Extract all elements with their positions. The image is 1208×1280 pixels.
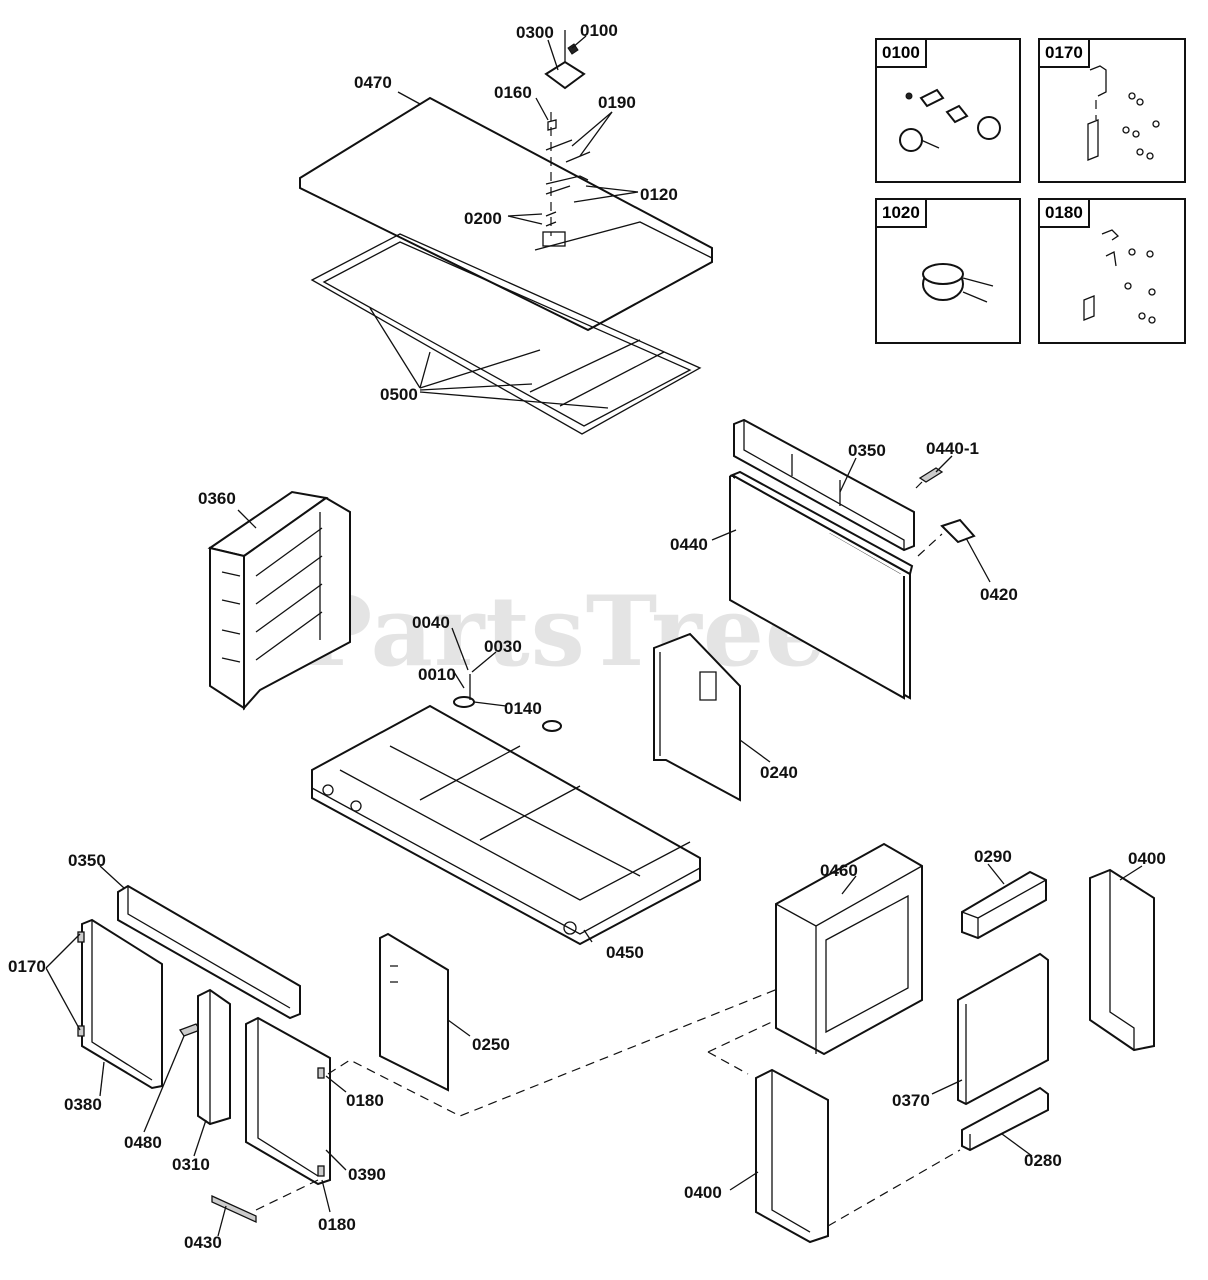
double-door-part [729, 470, 914, 700]
callout-label: 0440-1 [926, 439, 979, 458]
cover-hardware [544, 30, 591, 236]
callout-label: 0400 [1128, 849, 1166, 868]
key-set-icon [922, 263, 994, 303]
callout-label: 0470 [354, 73, 392, 92]
callout-label: 0390 [348, 1165, 386, 1184]
callout-label: 0350 [848, 441, 886, 460]
callout-label: 0370 [892, 1091, 930, 1110]
hinge-kit-icon [1083, 229, 1156, 324]
callout-label: 0140 [504, 699, 542, 718]
callout-label: 0430 [184, 1233, 222, 1252]
callout-label: 0300 [516, 23, 554, 42]
leader-lines-top [369, 35, 639, 409]
callout-label: 0160 [494, 83, 532, 102]
left-door-part [77, 918, 163, 1090]
callout-label: 0250 [472, 1035, 510, 1054]
callout-label: 0180 [318, 1215, 356, 1234]
lock-kit-icon [899, 88, 1001, 152]
callout-label: 0200 [464, 209, 502, 228]
inset-key-set-1020: 1020 [875, 198, 1021, 344]
callout-label: 0280 [1024, 1151, 1062, 1170]
side-panel-0400-lower-part [755, 1068, 829, 1244]
callout-label: 0240 [760, 763, 798, 782]
callout-label: 0010 [418, 665, 456, 684]
strip-0430-part [211, 1194, 257, 1224]
inset-hinge-kit-0170: 0170 [1038, 38, 1186, 183]
callout-label: 0290 [974, 847, 1012, 866]
inset-hinge-kit-0180: 0180 [1038, 198, 1186, 344]
callout-label: 0040 [412, 613, 450, 632]
inset-tag: 0170 [1040, 40, 1090, 68]
inset-tag: 1020 [877, 200, 927, 228]
inset-lock-kit-0100: 0100 [875, 38, 1021, 183]
handle-part [940, 518, 976, 544]
callout-label: 0480 [124, 1133, 162, 1152]
callout-label: 0440 [670, 535, 708, 554]
door-0370-part [957, 952, 1049, 1106]
callout-label: 0460 [820, 861, 858, 880]
hinge-kit-icon [1087, 65, 1160, 161]
rear-panel-part [653, 632, 741, 802]
callout-label: 0500 [380, 385, 418, 404]
panel-0250-part [379, 932, 449, 1092]
callout-label: 0030 [484, 637, 522, 656]
callout-label: 0310 [172, 1155, 210, 1174]
callout-label: 0380 [64, 1095, 102, 1114]
callout-label: 0170 [8, 957, 46, 976]
upper-rail-part [733, 418, 915, 552]
enclosure-0460-part [775, 842, 923, 1056]
callout-label: 0400 [684, 1183, 722, 1202]
right-door-part [245, 1016, 331, 1186]
callout-label: 0350 [68, 851, 106, 870]
rail-0290-part [961, 870, 1047, 940]
callout-label: 0100 [580, 21, 618, 40]
callout-label: 0120 [640, 185, 678, 204]
side-panel-0400-upper-part [1089, 868, 1155, 1052]
top-cover-part [299, 96, 713, 332]
inset-tag: 0100 [877, 40, 927, 68]
leader-lines-body [45, 455, 1143, 1237]
callout-label: 0190 [598, 93, 636, 112]
base-frame-part [311, 674, 701, 946]
center-post-part [197, 988, 231, 1126]
callout-label: 0180 [346, 1091, 384, 1110]
side-shelf-panel-part [207, 490, 351, 711]
front-rail-part [117, 884, 301, 1020]
rail-0280-part [961, 1086, 1049, 1152]
callout-label: 0420 [980, 585, 1018, 604]
inset-tag: 0180 [1040, 200, 1090, 228]
gasket-frame-part [310, 233, 702, 435]
callout-label: 0450 [606, 943, 644, 962]
callout-label: 0360 [198, 489, 236, 508]
